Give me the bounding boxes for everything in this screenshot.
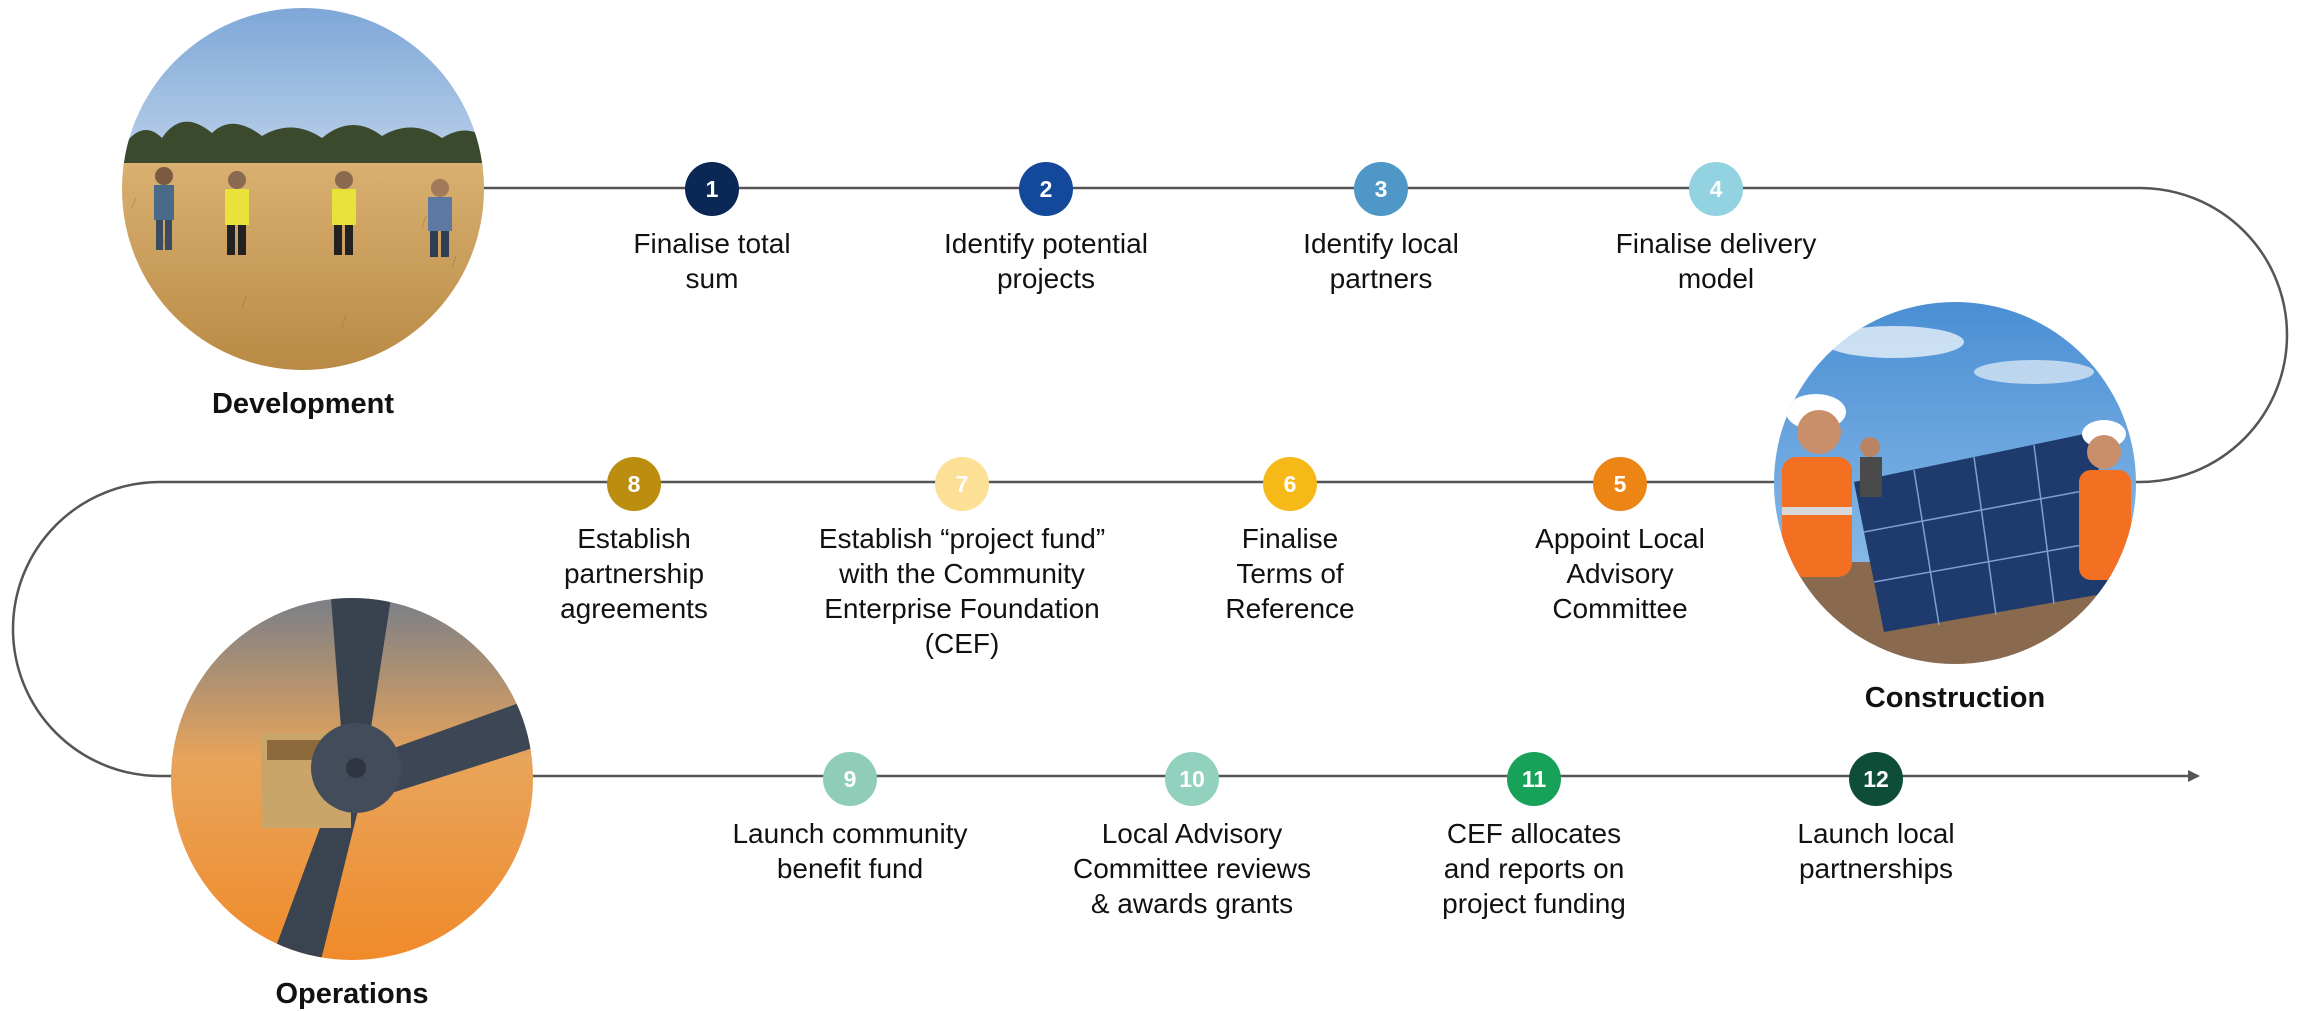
step-number-badge: 5 — [1593, 457, 1647, 511]
step-number-badge: 12 — [1849, 752, 1903, 806]
step-number-badge: 11 — [1507, 752, 1561, 806]
step-number-badge: 2 — [1019, 162, 1073, 216]
step-label: Establish “project fund”with the Communi… — [818, 523, 1106, 659]
construction-photo — [1774, 302, 2136, 664]
step-number-badge: 1 — [685, 162, 739, 216]
phase-label-operations: Operations — [275, 978, 429, 1010]
step-number-badge: 6 — [1263, 457, 1317, 511]
development-photo — [122, 8, 484, 370]
step-number-badge: 8 — [607, 457, 661, 511]
operations-photo — [171, 598, 533, 960]
phase-label-construction: Construction — [1864, 682, 2046, 714]
step-number-badge: 3 — [1354, 162, 1408, 216]
step-number-badge: 4 — [1689, 162, 1743, 216]
step-number-badge: 9 — [823, 752, 877, 806]
step-number-badge: 10 — [1165, 752, 1219, 806]
step-number-badge: 7 — [935, 457, 989, 511]
phase-label-development: Development — [211, 388, 395, 420]
